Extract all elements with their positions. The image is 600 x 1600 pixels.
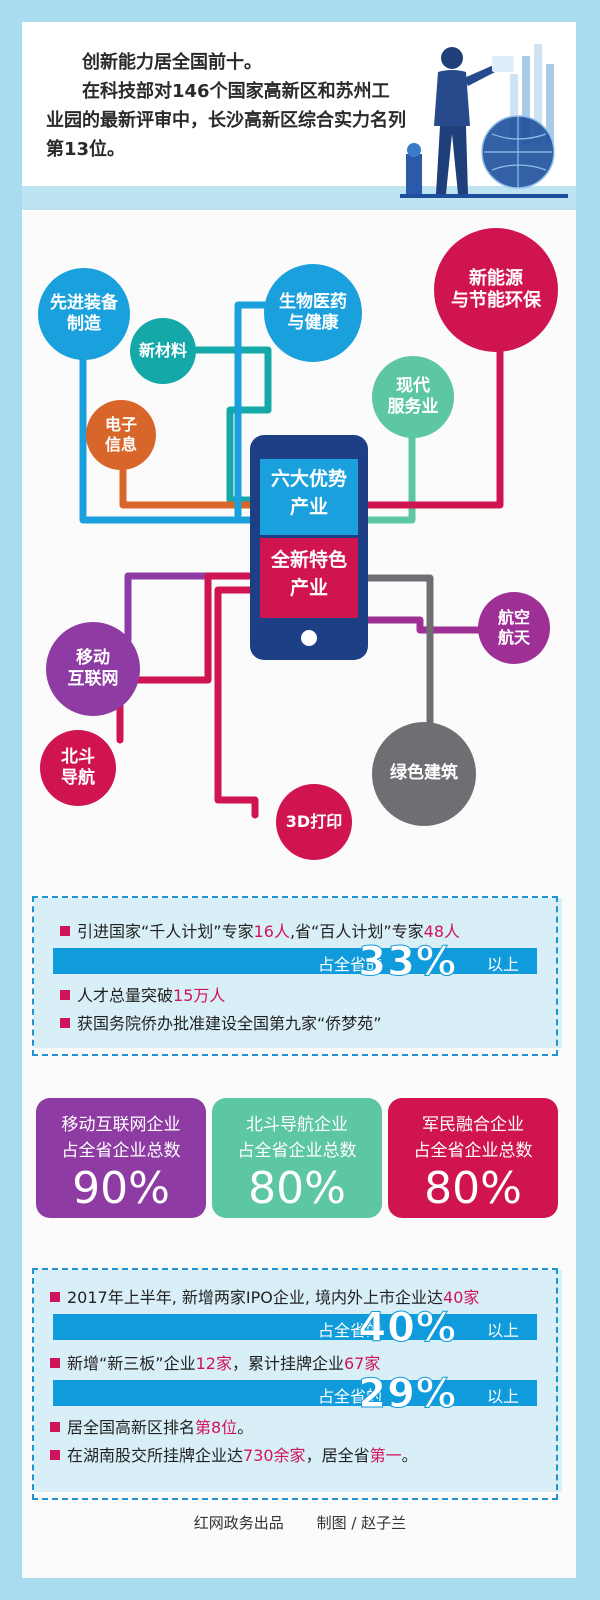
listing-share-value-2: 29% — [358, 1371, 457, 1418]
stat-card-mobile-internet: 移动互联网企业 占全省企业总数 90% — [36, 1098, 206, 1218]
listing-row-rank: 居全国高新区排名第8位。 — [50, 1414, 253, 1438]
footer-credits: 红网政务出品 制图 / 赵子兰 — [0, 1512, 600, 1533]
industry-3d-printing: 3D打印 — [276, 784, 352, 860]
talent-share-value: 33% — [358, 939, 457, 986]
listing-row-hunan-exchange: 在湖南股交所挂牌企业达730余家，居全省第一。 — [50, 1442, 418, 1466]
industry-mobile-internet: 移动 互联网 — [46, 622, 140, 716]
phone-screen-top — [260, 459, 358, 535]
stat-value: 80% — [248, 1163, 346, 1214]
stat-card-military-civil: 军民融合企业 占全省企业总数 80% — [388, 1098, 558, 1218]
stat-value: 90% — [72, 1163, 170, 1214]
bullet-square — [60, 989, 70, 1000]
bullet-square — [60, 925, 70, 936]
bullet-square — [50, 1449, 60, 1460]
stat-card-beidou: 北斗导航企业 占全省企业总数 80% — [212, 1098, 382, 1218]
industry-beidou: 北斗 导航 — [40, 730, 116, 806]
industry-new-energy: 新能源 与节能环保 — [434, 228, 558, 352]
industry-advanced-equipment: 先进装备 制造 — [38, 268, 130, 360]
listing-row-neeq: 新增“新三板”企业12家，累计挂牌企业67家 — [50, 1350, 380, 1374]
talent-row-total: 人才总量突破15万人 — [60, 982, 225, 1006]
phone-home-button — [301, 630, 317, 646]
intro-paragraph: 在科技部对146个国家高新区和苏州工业园的最新评审中，长沙高新区综合实力名列第1… — [46, 81, 406, 160]
industry-electronics: 电子 信息 — [86, 400, 156, 470]
listing-share-bar-1: 占全省的 40% 以上 — [53, 1305, 537, 1352]
industry-modern-services: 现代 服务业 — [372, 356, 454, 438]
stat-value: 80% — [424, 1163, 522, 1214]
phone-bottom-label: 全新特色 产业 — [270, 549, 347, 599]
industry-connection-lines — [79, 301, 504, 819]
listing-share-bar-2: 占全省的 29% 以上 — [53, 1371, 537, 1418]
intro-text: 创新能力居全国前十。 在科技部对146个国家高新区和苏州工业园的最新评审中，长沙… — [46, 48, 406, 164]
businessman-globe-illustration — [400, 44, 568, 198]
listing-share-value-1: 40% — [358, 1305, 457, 1352]
talent-row-qiaomengyuan: 获国务院侨办批准建设全国第九家“侨梦苑” — [60, 1010, 382, 1034]
footer-source: 红网政务出品 — [193, 1514, 284, 1532]
phone-screen-bottom — [260, 538, 358, 618]
talent-row-experts: 引进国家“千人计划”专家16人,省“百人计划”专家48人 — [60, 918, 460, 942]
phone-top-label: 六大优势 产业 — [270, 468, 347, 518]
footer-credit: 制图 / 赵子兰 — [316, 1514, 407, 1532]
industry-biomedicine: 生物医药 与健康 — [264, 264, 362, 362]
bullet-square — [60, 1017, 70, 1028]
talent-share-bar: 占全省的 33% 以上 — [53, 939, 537, 986]
intro-headline: 创新能力居全国前十。 — [82, 52, 262, 73]
listing-box — [32, 1268, 558, 1500]
talent-box — [32, 896, 558, 1056]
bullet-square — [50, 1421, 60, 1432]
intro-section — [22, 22, 576, 212]
bullet-square — [50, 1291, 60, 1302]
bullet-square — [50, 1357, 60, 1368]
industry-new-materials: 新材料 — [130, 318, 196, 384]
industry-aerospace: 航空 航天 — [478, 592, 550, 664]
listing-row-ipo: 2017年上半年, 新增两家IPO企业, 境内外上市企业达40家 — [50, 1284, 479, 1308]
industry-green-building: 绿色建筑 — [372, 722, 476, 826]
